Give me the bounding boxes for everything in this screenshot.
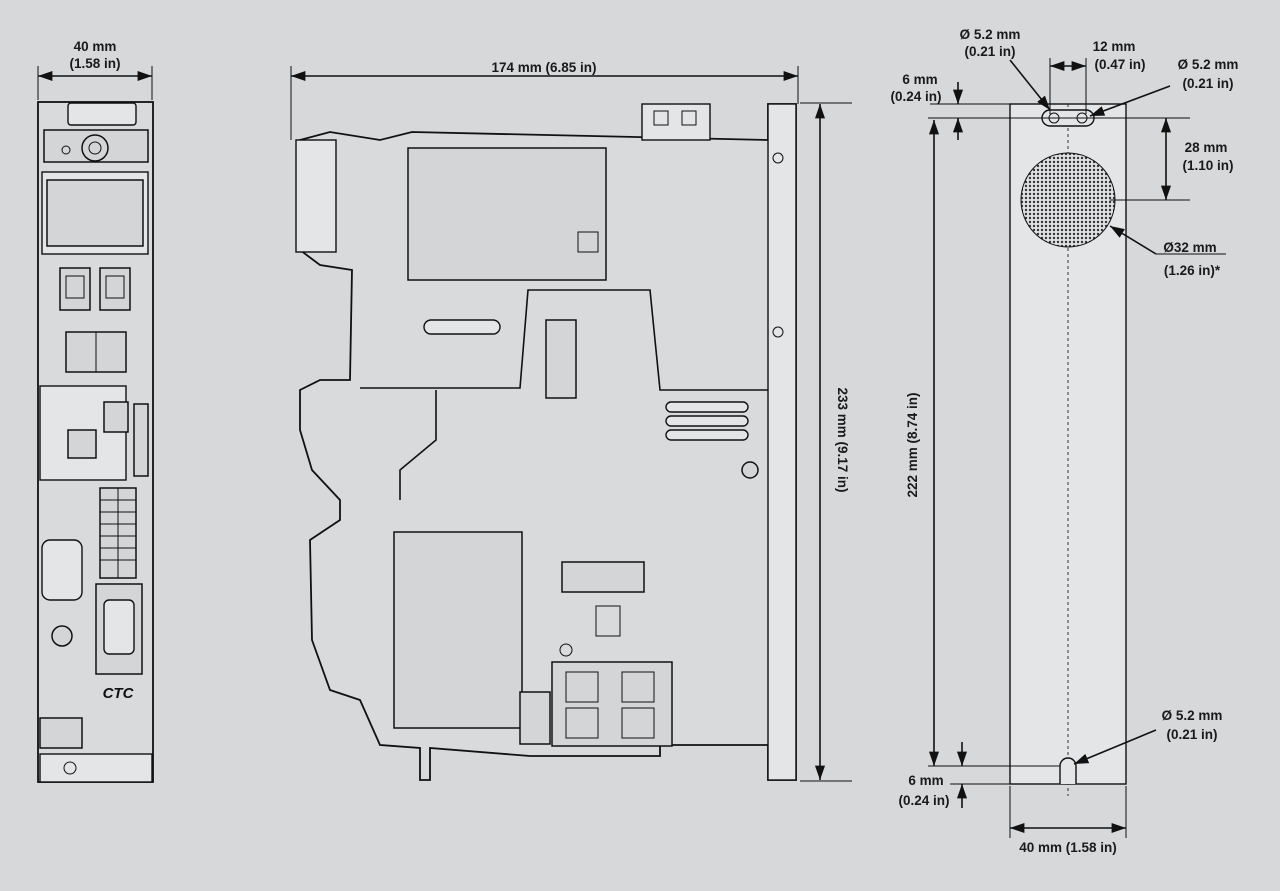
front-rj45-left	[59, 267, 91, 311]
side-top-tab-hole-1	[653, 110, 669, 126]
hole-top-left-mm: Ø 5.2 mm	[960, 27, 1021, 42]
front-led	[61, 145, 71, 155]
hole-spacing-mm: 12 mm	[1093, 39, 1136, 54]
front-view: 40 mm (1.58 in)	[37, 39, 154, 783]
side-lower-pad	[595, 605, 621, 637]
bottom-offset-mm: 6 mm	[908, 773, 943, 788]
side-lower-contour	[399, 390, 437, 500]
hole-top-right-mm: Ø 5.2 mm	[1178, 57, 1239, 72]
side-upper-board	[407, 147, 607, 281]
side-mounting-plate	[767, 103, 797, 781]
hole-top-left-in: (0.21 in)	[964, 44, 1015, 59]
side-top-tab-hole-2	[681, 110, 697, 126]
hole-bottom-leader	[1073, 729, 1157, 765]
side-vertical-connector	[545, 319, 577, 399]
side-lower-screw	[559, 643, 573, 657]
front-side-slot	[133, 403, 149, 477]
side-plate-hole-2	[772, 326, 784, 338]
front-mid-square	[67, 429, 97, 459]
front-screw	[81, 134, 109, 162]
front-ground-screw	[51, 625, 73, 647]
front-pin-rows	[100, 488, 136, 578]
side-plate-hole-1	[772, 152, 784, 164]
side-height-label: 233 mm (9.17 in)	[835, 387, 850, 492]
front-rj45-left-jack	[65, 275, 85, 299]
front-width-in: (1.58 in)	[69, 56, 120, 71]
front-display-window	[46, 179, 144, 247]
hole-top-right-leader	[1089, 85, 1171, 117]
hole-top-left-leader	[1009, 59, 1051, 111]
vent-dia-in: (1.26 in)*	[1164, 263, 1221, 278]
mounting-view: Ø 5.2 mm (0.21 in) 12 mm (0.47 in) Ø 5.2…	[890, 27, 1238, 855]
side-inner-contour	[360, 289, 768, 391]
mounting-vent-mesh	[1020, 152, 1116, 248]
vent-dia-mm: Ø32 mm	[1163, 240, 1216, 255]
side-vent-ribs	[665, 401, 749, 441]
side-top-tab	[641, 103, 711, 141]
top-offset-in: (0.24 in)	[890, 89, 941, 104]
front-dsub-connector	[103, 599, 135, 655]
top-offset-mm: 6 mm	[902, 72, 937, 87]
front-width-mm: 40 mm	[74, 39, 117, 54]
front-logo: CTC	[103, 685, 135, 702]
hole-spacing-in: (0.47 in)	[1094, 57, 1145, 72]
side-upper-board-pad	[577, 231, 599, 253]
vent-offset-mm: 28 mm	[1185, 140, 1228, 155]
hole-bottom-mm: Ø 5.2 mm	[1162, 708, 1223, 723]
hole-top-right-in: (0.21 in)	[1182, 76, 1233, 91]
side-width-label: 174 mm (6.85 in)	[491, 60, 596, 75]
side-slot-long	[423, 319, 501, 335]
vent-offset-in: (1.10 in)	[1182, 158, 1233, 173]
front-bottom-plate	[39, 753, 153, 783]
front-cable-guide	[41, 539, 83, 601]
mounting-width-label: 40 mm (1.58 in)	[1019, 840, 1117, 855]
front-rj45-right-jack	[105, 275, 125, 299]
bottom-offset-in: (0.24 in)	[898, 793, 949, 808]
front-small-connector	[103, 401, 129, 433]
hole-bottom-in: (0.21 in)	[1166, 727, 1217, 742]
side-lower-board	[393, 531, 523, 729]
front-bottom-terminal	[39, 717, 83, 749]
side-plate-screw	[741, 461, 759, 479]
side-bottom-socket	[519, 691, 551, 745]
front-screw-inner	[88, 141, 102, 155]
side-terminal-block	[551, 661, 673, 747]
front-rj45-right	[99, 267, 131, 311]
side-lower-connector	[561, 561, 645, 593]
front-top-tab	[67, 102, 137, 126]
mounting-height-label: 222 mm (8.74 in)	[905, 392, 920, 497]
mounting-bottom-slot	[1059, 757, 1077, 784]
vent-dia-leader	[1109, 225, 1157, 255]
side-terminal-cells	[565, 671, 655, 739]
side-view: 174 mm (6.85 in) 233 mm (9.17 in)	[290, 60, 852, 782]
side-front-clip	[295, 139, 337, 253]
front-bottom-hole	[63, 761, 77, 775]
